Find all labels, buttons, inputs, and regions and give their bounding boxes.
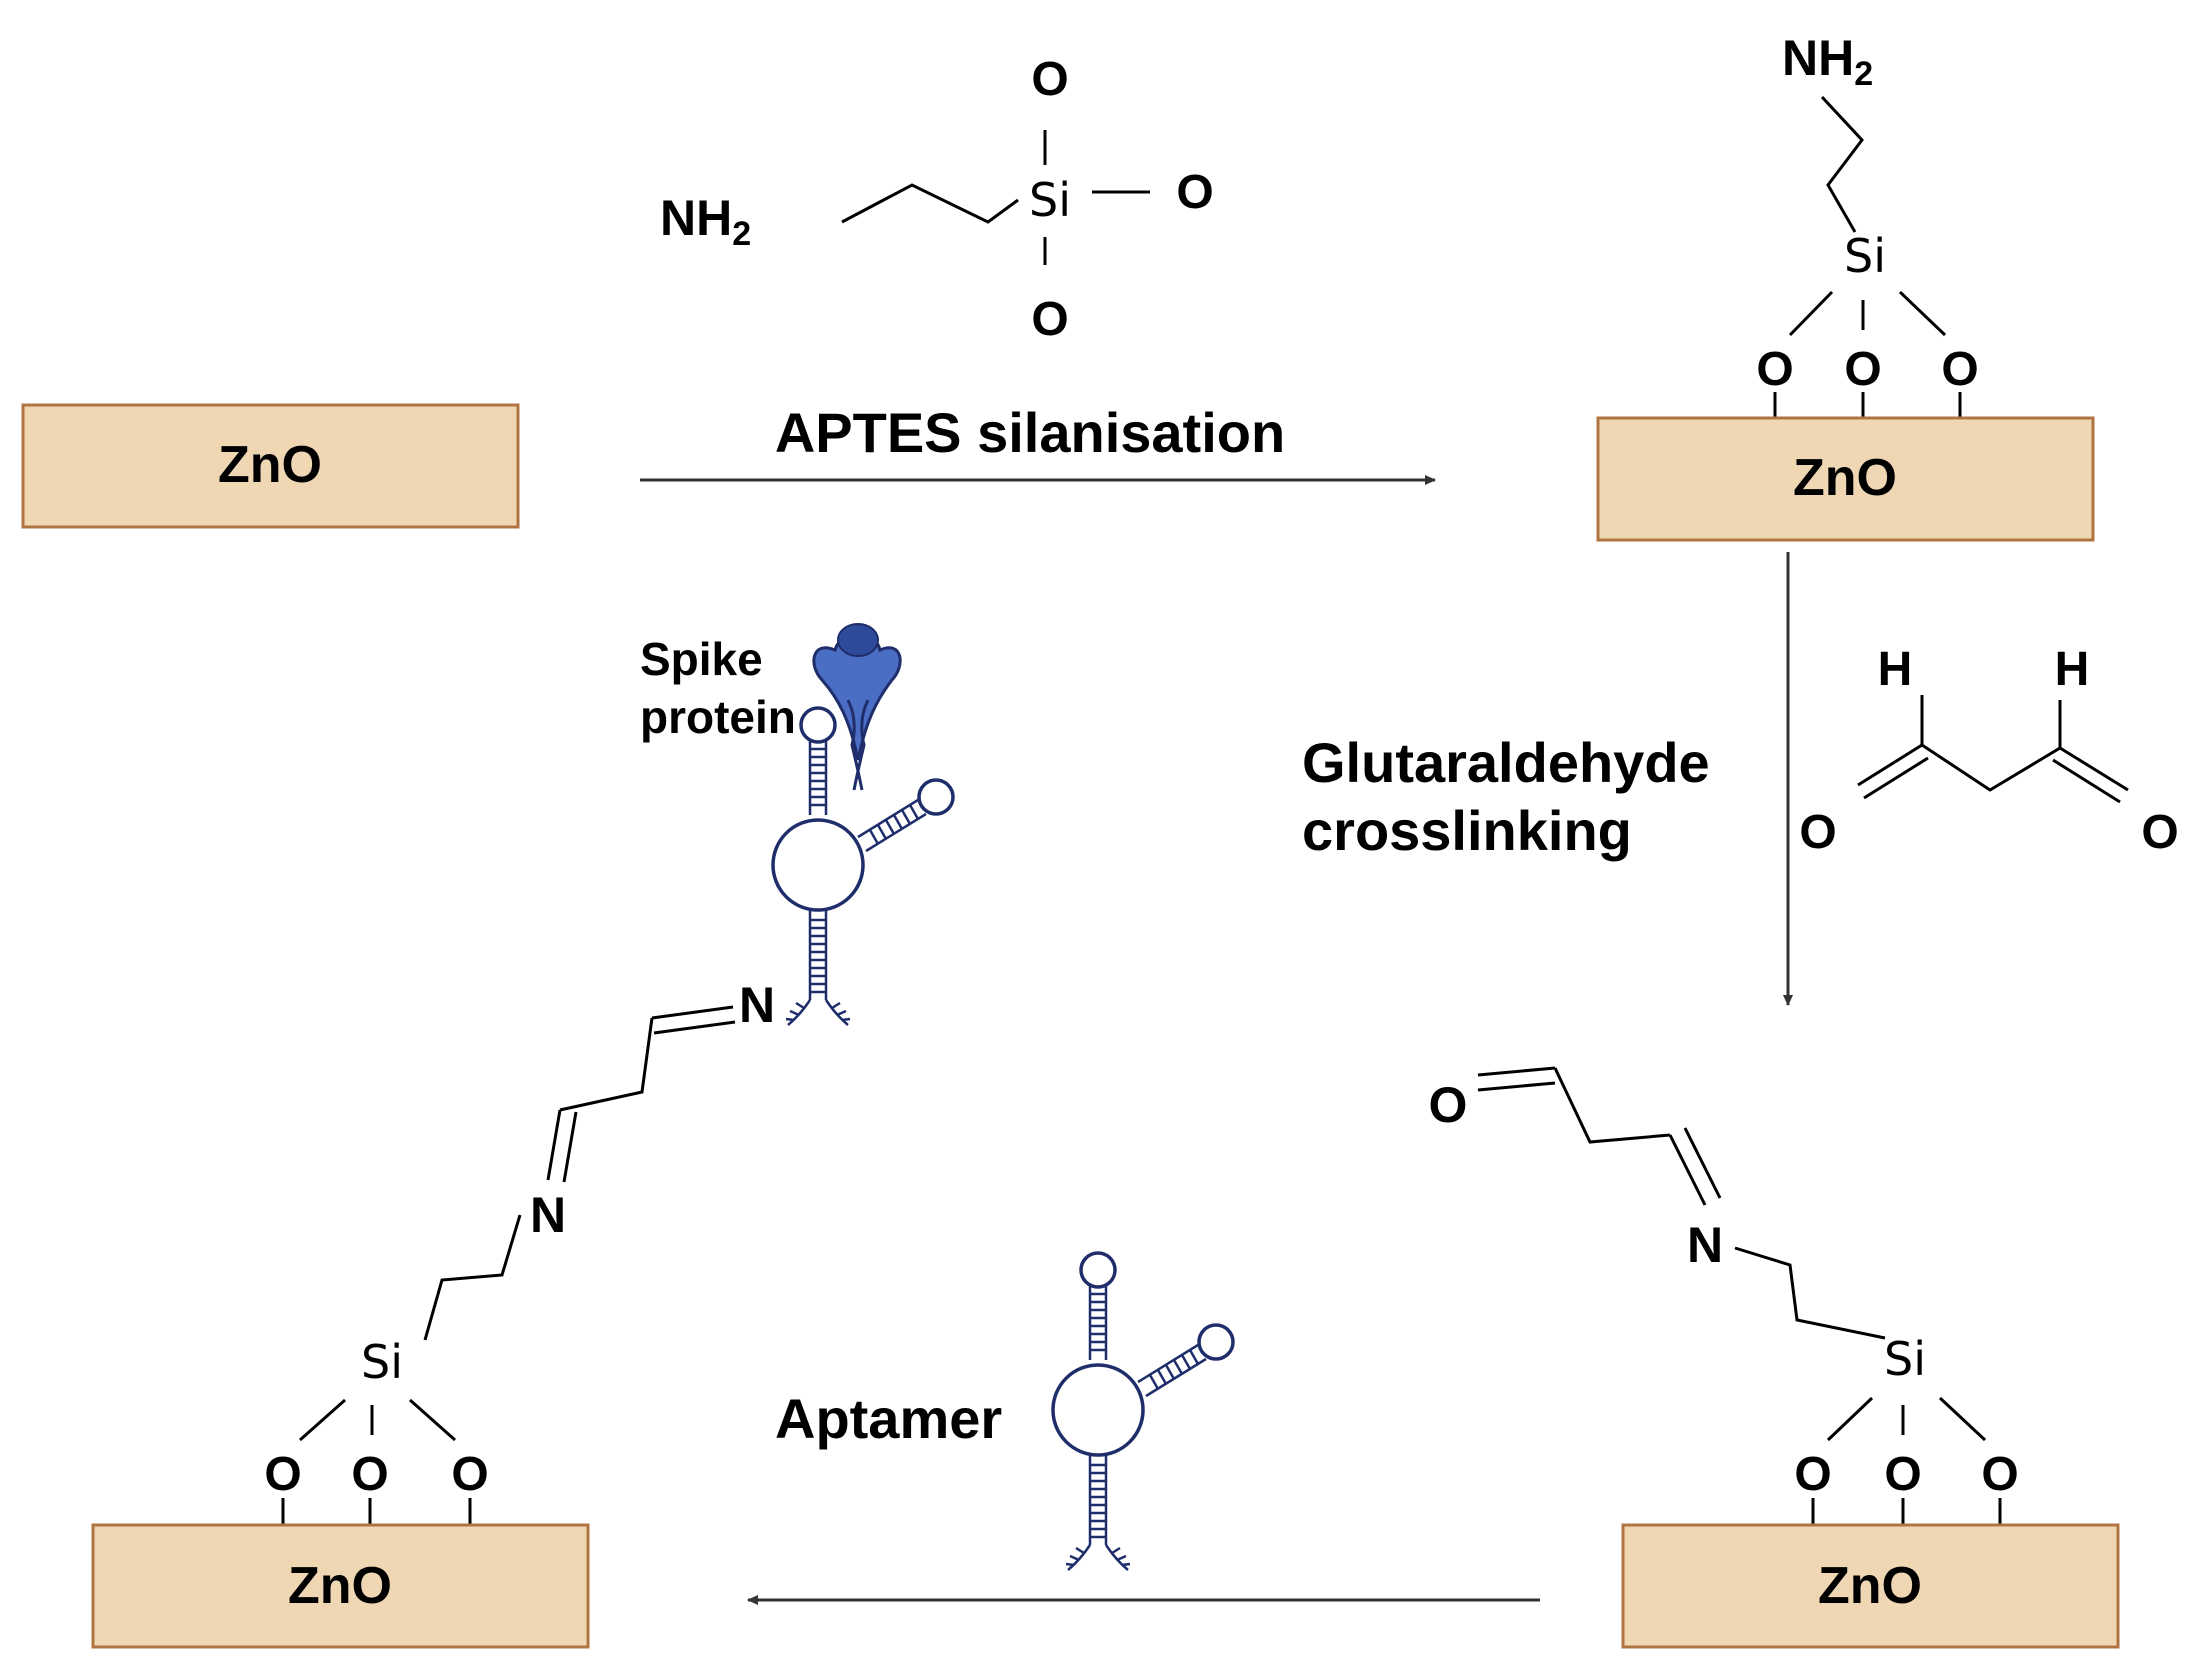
hydrogen-label: H: [1878, 643, 1913, 696]
aptes-molecule: NH2 Si O O O: [660, 53, 1214, 346]
silicon-label: Si: [1029, 173, 1071, 227]
arrow-silanisation: APTES silanisation: [640, 401, 1436, 485]
oxygen-label: O: [1844, 343, 1881, 396]
substrate-glutaraldehyde: O N Si O O O ZnO: [1429, 1066, 2120, 1649]
silicon-label: Si: [1884, 1332, 1926, 1386]
spike-protein-icon: [812, 623, 902, 791]
substrate-aptamer: Spike protein N N Si O O O ZnO: [91, 623, 955, 1649]
substrate-bare: ZnO: [21, 403, 520, 529]
oxygen-label: O: [1429, 1077, 1468, 1133]
amine-label: NH2: [1782, 30, 1873, 93]
oxygen-label: O: [1799, 806, 1836, 859]
aptamer-label: Aptamer: [775, 1387, 1002, 1450]
substrate-label: ZnO: [218, 436, 322, 494]
oxygen-label: O: [351, 1448, 388, 1501]
oxygen-label: O: [1756, 343, 1793, 396]
spike-label-1: Spike: [640, 633, 763, 685]
aptamer-icon: [1051, 1251, 1235, 1572]
arrow-crosslinking: Glutaraldehyde crosslinking: [1302, 552, 1793, 1006]
arrow-aptamer: Aptamer: [747, 1251, 1540, 1605]
substrate-label: ZnO: [1793, 449, 1897, 507]
oxygen-label: O: [1941, 343, 1978, 396]
oxygen-label: O: [1176, 166, 1213, 219]
oxygen-label: O: [1031, 53, 1068, 106]
nitrogen-label: N: [739, 977, 775, 1033]
oxygen-label: O: [1794, 1448, 1831, 1501]
crosslinking-label-2: crosslinking: [1302, 799, 1632, 862]
glutaraldehyde-molecule: H H O O: [1799, 643, 2178, 859]
silicon-label: Si: [1844, 229, 1886, 283]
hydrogen-label: H: [2055, 643, 2090, 696]
oxygen-label: O: [1884, 1448, 1921, 1501]
substrate-aptes: NH2 Si O O O ZnO: [1596, 30, 2095, 542]
amine-label: NH2: [660, 190, 751, 253]
substrate-label: ZnO: [288, 1557, 392, 1615]
oxygen-label: O: [2141, 806, 2178, 859]
oxygen-label: O: [1981, 1448, 2018, 1501]
oxygen-label: O: [451, 1448, 488, 1501]
silicon-label: Si: [361, 1335, 403, 1389]
oxygen-label: O: [1031, 293, 1068, 346]
crosslinking-label-1: Glutaraldehyde: [1302, 731, 1710, 794]
substrate-label: ZnO: [1818, 1557, 1922, 1615]
oxygen-label: O: [264, 1448, 301, 1501]
silanisation-label: APTES silanisation: [775, 401, 1285, 464]
nitrogen-label: N: [1687, 1217, 1723, 1273]
nitrogen-label: N: [530, 1187, 566, 1243]
spike-label-2: protein: [640, 691, 796, 743]
